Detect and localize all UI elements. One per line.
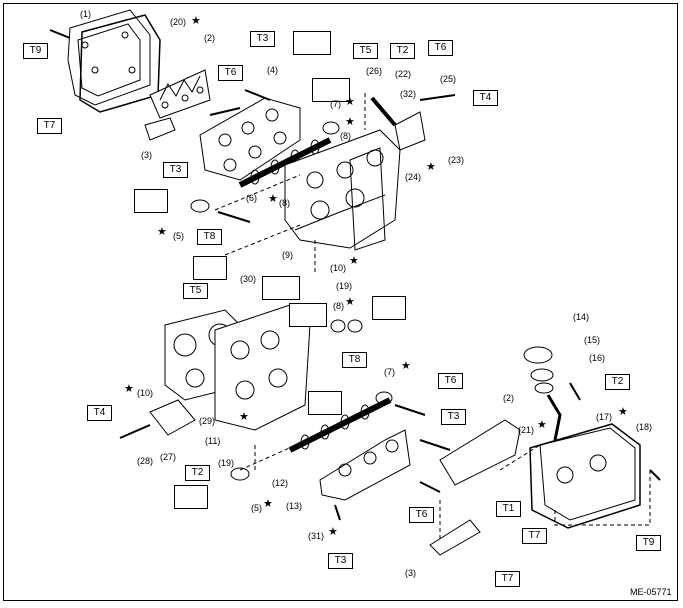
oil-application-icon — [174, 485, 208, 509]
part-label: (17) — [596, 412, 613, 422]
oil-application-icon — [308, 391, 342, 415]
torque-label: T5 — [183, 283, 208, 299]
oil-control-valve — [370, 96, 426, 151]
star-mark: ★ — [239, 411, 249, 423]
part-label: (4) — [267, 65, 278, 75]
part-label: (31) — [308, 531, 325, 541]
part-label: (20) — [170, 17, 187, 27]
torque-label: T9 — [23, 43, 48, 59]
star-mark: ★ — [401, 360, 411, 372]
liquid-gasket-icon — [262, 276, 300, 300]
part-label: (24) — [405, 172, 422, 182]
part-label: (27) — [160, 452, 177, 462]
rocker-assembly-upper — [149, 69, 211, 119]
part-label: (9) — [282, 250, 293, 260]
star-mark: ★ — [345, 96, 355, 108]
part-label: (10) — [330, 263, 347, 273]
cylinder-head-upper — [284, 129, 401, 249]
star-mark: ★ — [263, 498, 273, 510]
star-mark: ★ — [124, 383, 134, 395]
torque-label: T6 — [409, 507, 434, 523]
torque-label: T3 — [441, 409, 466, 425]
part-label: (3) — [405, 568, 416, 578]
oil-application-icon — [289, 303, 327, 327]
part-label: (21) — [518, 425, 535, 435]
part-label: (2) — [204, 33, 215, 43]
oil-application-icon — [134, 189, 168, 213]
part-label: (18) — [636, 422, 653, 432]
torque-label: T7 — [37, 118, 62, 134]
part-label: (11) — [205, 436, 221, 446]
part-label: (19) — [218, 458, 235, 468]
star-mark: ★ — [157, 226, 167, 238]
part-label: (10) — [137, 388, 154, 398]
oil-application-icon — [193, 256, 227, 280]
camshaft-carrier-lower — [319, 429, 411, 501]
part-label: (6) — [246, 193, 257, 203]
part-label: (8) — [333, 301, 344, 311]
star-mark: ★ — [328, 526, 338, 538]
part-label: (16) — [589, 353, 606, 363]
star-mark: ★ — [345, 296, 355, 308]
part-label: (8) — [340, 131, 351, 141]
torque-label: T6 — [428, 40, 453, 56]
camshaft-lower — [288, 397, 392, 453]
torque-label: T1 — [496, 501, 521, 517]
star-mark: ★ — [191, 15, 201, 27]
oil-application-icon — [372, 296, 406, 320]
torque-label: T4 — [473, 90, 498, 106]
part-label: (15) — [584, 335, 601, 345]
torque-label: T7 — [522, 528, 547, 544]
part-label: (23) — [448, 155, 465, 165]
part-label: (7) — [330, 99, 341, 109]
torque-label: T5 — [353, 43, 378, 59]
star-mark: ★ — [618, 406, 628, 418]
torque-label: T6 — [218, 65, 243, 81]
torque-label: T3 — [250, 31, 275, 47]
torque-label: T8 — [197, 229, 222, 245]
star-mark: ★ — [349, 255, 359, 267]
rocker-cover-right — [529, 423, 641, 529]
part-label: (28) — [137, 456, 154, 466]
torque-label: T6 — [438, 373, 463, 389]
oil-application-icon — [312, 78, 350, 102]
part-label: (13) — [286, 501, 303, 511]
star-mark: ★ — [537, 419, 547, 431]
torque-label: T7 — [495, 571, 520, 587]
torque-label: T4 — [87, 405, 112, 421]
diagram-code: ME-05771 — [630, 587, 672, 597]
part-label: (25) — [440, 74, 457, 84]
torque-label: T2 — [185, 465, 210, 481]
cylinder-head-lower — [214, 304, 311, 431]
part-label: (5) — [173, 231, 184, 241]
torque-label: T2 — [390, 43, 415, 59]
part-label: (1) — [80, 9, 91, 19]
part-label: (29) — [199, 416, 216, 426]
part-label: (8) — [279, 198, 290, 208]
torque-label: T9 — [636, 535, 661, 551]
torque-label: T2 — [605, 374, 630, 390]
part-label: (3) — [141, 150, 152, 160]
part-label: (30) — [240, 274, 257, 284]
rocker-cover-illustration — [67, 9, 161, 113]
star-mark: ★ — [268, 193, 278, 205]
part-label: (7) — [384, 367, 395, 377]
diagram-frame — [3, 3, 678, 601]
part-label: (26) — [366, 66, 383, 76]
star-mark: ★ — [426, 161, 436, 173]
star-mark: ★ — [345, 116, 355, 128]
part-label: (2) — [503, 393, 514, 403]
part-label: (14) — [573, 312, 590, 322]
torque-label: T8 — [342, 352, 367, 368]
part-label: (19) — [336, 281, 353, 291]
part-label: (22) — [395, 69, 412, 79]
part-label: (5) — [251, 503, 262, 513]
part-label: (32) — [400, 89, 417, 99]
torque-label: T3 — [328, 553, 353, 569]
torque-label: T3 — [163, 162, 188, 178]
part-label: (12) — [272, 478, 289, 488]
liquid-gasket-icon — [293, 31, 331, 55]
